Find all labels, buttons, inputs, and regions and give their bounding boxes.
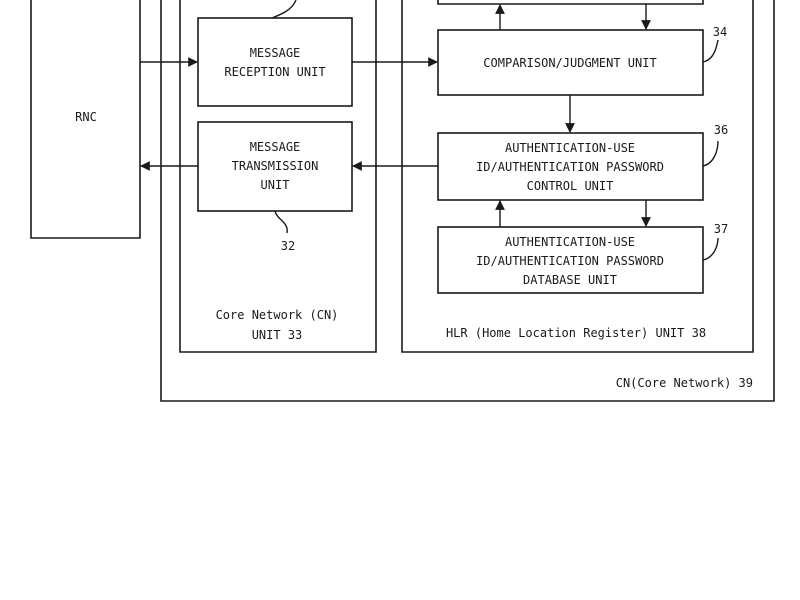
auth-control-label-2: ID/AUTHENTICATION PASSWORD [476,160,664,174]
message-transmission-unit [197,121,353,212]
message-transmission-label-3: UNIT [261,178,290,192]
message-reception-label-1: MESSAGE [250,46,301,60]
leader-34 [702,39,719,63]
message-transmission-label-2: TRANSMISSION [232,159,319,173]
rnc-block [30,0,141,239]
cn-outer-label: CN(Core Network) 39 [616,376,753,390]
auth-database-label-2: ID/AUTHENTICATION PASSWORD [476,254,664,268]
comparison-judgment-label: COMPARISON/JUDGMENT UNIT [483,56,656,70]
leader-top [271,0,297,19]
ref-32: 32 [281,239,295,253]
auth-database-label-1: AUTHENTICATION-USE [505,235,635,249]
leader-37 [702,237,719,261]
hlr-unit-label: HLR (Home Location Register) UNIT 38 [446,326,706,340]
cn-outer-frame [160,0,775,402]
cn-unit-frame [179,0,377,353]
hlr-unit-frame [401,0,754,353]
leader-32 [274,210,288,234]
message-transmission-label-1: MESSAGE [250,140,301,154]
auth-control-label-1: AUTHENTICATION-USE [505,141,635,155]
rnc-label: RNC [75,110,97,124]
leader-36 [702,140,719,167]
upper-hlr-box-edge [437,0,704,5]
ref-34: 34 [713,25,727,39]
message-reception-label-2: RECEPTION UNIT [224,65,325,79]
cn-unit-label-2: UNIT 33 [252,328,303,342]
auth-control-unit [437,132,704,201]
cn-unit-label-1: Core Network (CN) [216,308,339,322]
auth-database-label-3: DATABASE UNIT [523,273,617,287]
ref-36: 36 [714,123,728,137]
auth-database-unit [437,226,704,294]
message-reception-unit [197,17,353,107]
auth-control-label-3: CONTROL UNIT [527,179,614,193]
ref-37: 37 [714,222,728,236]
